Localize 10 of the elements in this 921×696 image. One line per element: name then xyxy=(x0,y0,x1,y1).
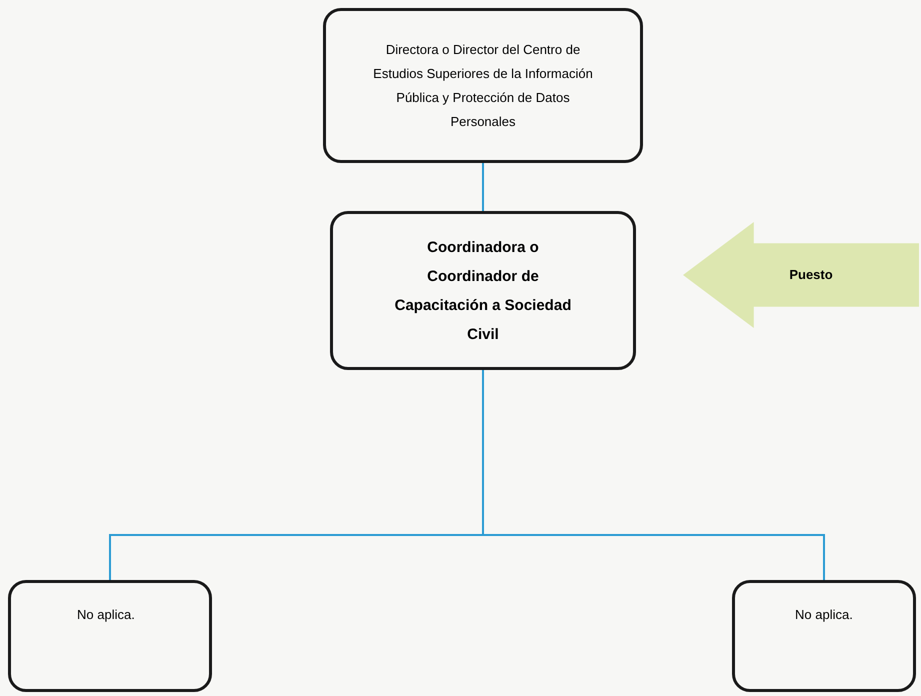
arrow-label: Puesto xyxy=(789,266,833,284)
box-text: Coordinadora o Coordinador de Capacitación a Sociedad Civil xyxy=(394,238,572,344)
org-box xyxy=(330,211,636,370)
org-box xyxy=(323,8,643,163)
org-box xyxy=(8,580,212,692)
box-text: No aplica. xyxy=(77,607,135,622)
box-text: No aplica. xyxy=(795,607,853,622)
org-box xyxy=(732,580,916,692)
box-text: Directora o Director del Centro de Estudios Superiores de la Información Pública y Protección de Datos Personales xyxy=(372,40,594,130)
connector-line xyxy=(482,163,484,211)
